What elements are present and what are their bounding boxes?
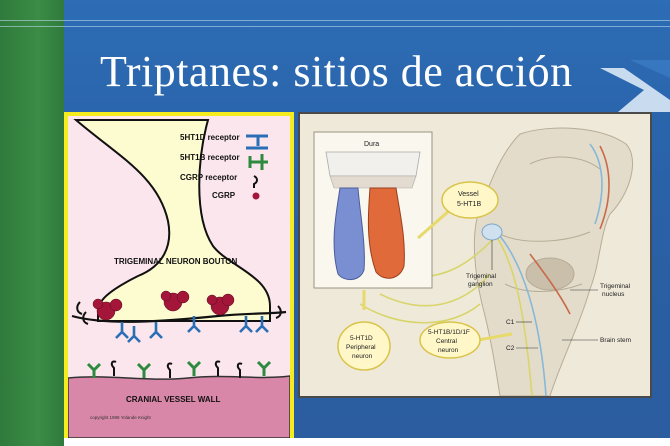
synapse-diagram-panel: 5HT1D receptor 5HT1B receptor CGRP recep…	[64, 112, 294, 442]
central-callout-line3: neuron	[438, 347, 459, 354]
central-neuron-callout: 5-HT1B/1D/1F Central neuron	[419, 321, 513, 359]
peripheral-neuron-callout: 5-HT1D Peripheral neuron	[337, 290, 391, 371]
anatomy-diagram-panel: Dura Vessel 5-HT1B 5-HT1D Peripheral neu…	[298, 112, 652, 398]
cgrp-vesicles	[92, 290, 235, 321]
vessel-callout-line2: 5-HT1B	[457, 201, 481, 208]
5ht1b-receptors-vessel	[86, 360, 272, 378]
vessel-5ht1b-callout: Vessel 5-HT1B	[417, 181, 499, 240]
trigeminal-ganglion	[481, 223, 503, 241]
legend-cgrp-label: CGRP	[212, 191, 236, 200]
legend-5ht1b-label: 5HT1B receptor	[180, 153, 240, 162]
decor-line-1	[0, 20, 670, 21]
5ht1d-receptors-neuron	[115, 316, 269, 343]
legend-cgrp-receptor-icon	[253, 175, 258, 188]
neuron-bouton-label: TRIGEMINAL NEURON BOUTON	[114, 257, 237, 266]
legend-5ht1d-icon	[246, 134, 268, 150]
green-side-bar	[0, 0, 64, 446]
peripheral-callout-line1: 5-HT1D	[350, 335, 373, 342]
peripheral-callout-line2: Peripheral	[346, 344, 376, 351]
nerve-fibers	[359, 143, 610, 396]
neuron-bouton-shape	[73, 119, 271, 322]
vessel-wall-label: CRANIAL VESSEL WALL	[126, 395, 220, 404]
central-callout-line1: 5-HT1B/1D/1F	[428, 329, 470, 336]
dura-label: Dura	[364, 141, 379, 148]
legend-cgrp-icon	[252, 192, 260, 200]
legend-5ht1b-icon	[248, 154, 268, 170]
cgrp-receptors-vessel	[110, 360, 243, 378]
anatomy-diagram: Dura Vessel 5-HT1B 5-HT1D Peripheral neu…	[300, 114, 650, 396]
c1-label: C1	[506, 319, 515, 326]
brain-stem-label: Brain stem	[600, 337, 631, 344]
synapse-diagram: 5HT1D receptor 5HT1B receptor CGRP recep…	[68, 119, 290, 438]
trigeminal-nucleus-label-2: nucleus	[602, 291, 625, 298]
legend-cgrp-receptor-label: CGRP receptor	[180, 173, 237, 182]
brainstem-drawing	[473, 127, 633, 396]
vessel-wall-shape	[68, 375, 290, 438]
vessel-callout-line1: Vessel	[458, 191, 479, 198]
peripheral-callout-line3: neuron	[352, 353, 373, 360]
blood-vessels	[333, 187, 405, 280]
trigeminal-ganglion-label-2: ganglion	[468, 281, 493, 288]
dura-layers	[325, 151, 421, 189]
chevron-decor	[600, 60, 670, 112]
slide-title: Triptanes: sitios de acción	[100, 47, 573, 96]
decor-line-2	[0, 26, 670, 27]
trigeminal-ganglion-label-1: Trigeminal	[466, 273, 497, 280]
central-callout-line2: Central	[436, 338, 458, 345]
c2-label: C2	[506, 345, 515, 352]
bottom-white-band	[64, 438, 670, 446]
cgrp-receptors-neuron	[76, 301, 282, 325]
legend-5ht1d-label: 5HT1D receptor	[180, 133, 240, 142]
copyright-text: copyright 1998 Yolande Knight	[90, 415, 152, 420]
trigeminal-nucleus-label-1: Trigeminal	[600, 283, 631, 290]
